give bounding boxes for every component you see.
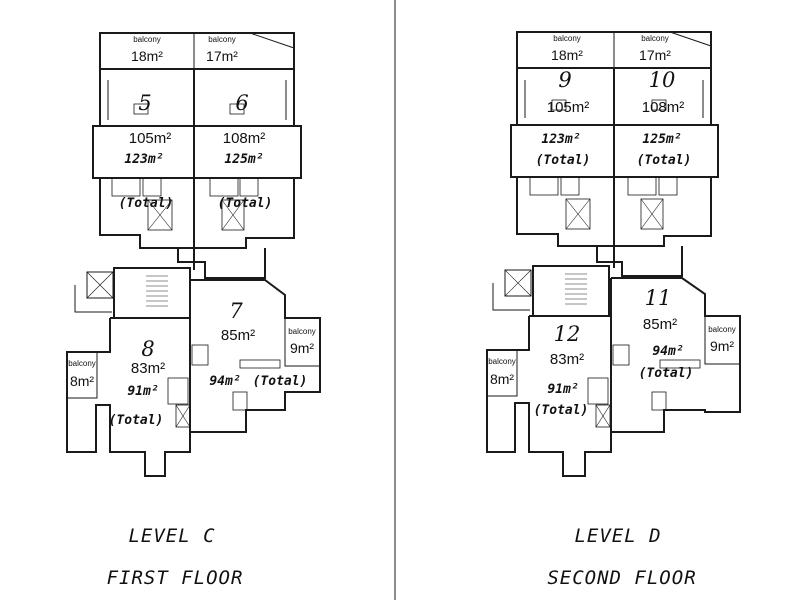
balcony-area: 9m² [290, 340, 314, 356]
unit-number: 12 [554, 322, 581, 346]
unit-number: 8 [141, 337, 154, 361]
unit-total-area: 123m² [541, 132, 580, 147]
unit-total-area: 123m² [124, 152, 163, 167]
unit-total-label: (Total) [218, 196, 273, 211]
unit-area: 108m² [223, 130, 266, 147]
unit-total-label: (Total) [637, 153, 692, 168]
plan-outline [66, 32, 321, 477]
balcony-area: 18m² [131, 48, 163, 64]
balcony-area: 18m² [551, 47, 583, 63]
unit-total-area: 125m² [642, 132, 681, 147]
balcony-label: balcony [133, 35, 161, 44]
unit-total-label: (Total) [536, 153, 591, 168]
balcony-label: balcony [68, 359, 96, 368]
balcony-label: balcony [288, 327, 316, 336]
unit-number: 5 [138, 91, 151, 115]
plan-outline [486, 31, 741, 477]
level-label: LEVEL D [574, 525, 661, 547]
unit-total-label: (Total) [534, 403, 589, 418]
unit-area: 85m² [643, 316, 677, 333]
unit-total-area: 91m² [127, 384, 158, 399]
balcony-area: 8m² [490, 371, 514, 387]
unit-area: 105m² [547, 99, 590, 116]
unit-total-label: (Total) [109, 413, 164, 428]
unit-area: 83m² [131, 360, 165, 377]
balcony-label: balcony [208, 35, 236, 44]
unit-number: 6 [235, 91, 248, 115]
plan-level-c: balcony 18m² balcony 17m² balcony 9m² ba… [66, 32, 321, 589]
unit-total-area: 94m² [652, 344, 683, 359]
balcony-label: balcony [708, 325, 736, 334]
unit-total-area: 91m² [547, 382, 578, 397]
balcony-label: balcony [641, 34, 669, 43]
plan-level-d: balcony 18m² balcony 17m² balcony 9m² ba… [486, 31, 741, 589]
floor-label: FIRST FLOOR [107, 567, 244, 589]
unit-total-label: (Total) [119, 196, 174, 211]
unit-total-area: 125m² [224, 152, 263, 167]
unit-area: 105m² [129, 130, 172, 147]
balcony-label: balcony [553, 34, 581, 43]
unit-number: 9 [558, 68, 571, 92]
unit-total-label: (Total) [639, 366, 694, 381]
balcony-area: 8m² [70, 373, 94, 389]
unit-number: 10 [649, 68, 676, 92]
unit-number: 7 [229, 299, 243, 323]
balcony-area: 17m² [639, 47, 671, 63]
unit-area: 83m² [550, 351, 584, 368]
unit-total-label: (Total) [253, 374, 308, 389]
floor-label: SECOND FLOOR [547, 567, 696, 589]
unit-total-area: 94m² [209, 374, 240, 389]
unit-number: 11 [645, 286, 672, 310]
unit-area: 85m² [221, 327, 255, 344]
unit-area: 108m² [642, 99, 685, 116]
balcony-area: 9m² [710, 338, 734, 354]
level-label: LEVEL C [128, 525, 215, 547]
balcony-area: 17m² [206, 48, 238, 64]
balcony-label: balcony [488, 357, 516, 366]
